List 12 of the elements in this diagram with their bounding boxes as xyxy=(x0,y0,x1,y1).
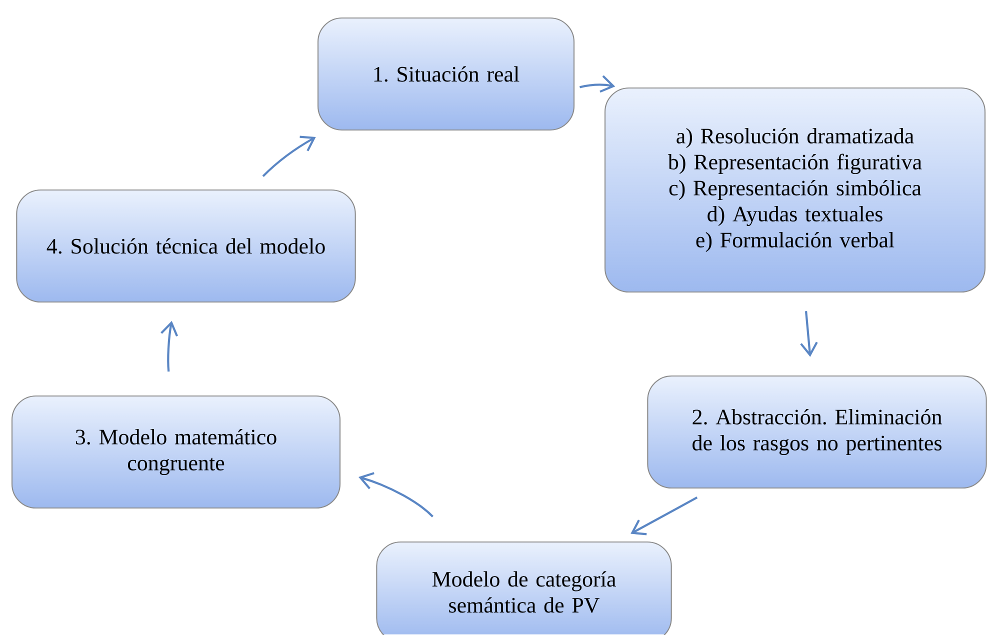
arrow xyxy=(358,472,434,518)
process-box: 2. Abstracción. Eliminación de los rasgos no pertinentes xyxy=(647,375,987,489)
arrow xyxy=(800,311,818,357)
process-box: a) Resolución dramatizada b) Representación figurativa c) Representación simbólica d) Ayudas textuales e) Formulación verbal xyxy=(604,87,986,293)
arrow xyxy=(580,75,616,93)
arrow xyxy=(630,496,698,536)
arrow xyxy=(262,136,316,177)
process-box: Modelo de categoría semántica de PV xyxy=(376,541,672,635)
process-box: 4. Solución técnica del modelo xyxy=(16,189,356,303)
process-box: 1. Situación real xyxy=(317,17,575,131)
arrow xyxy=(160,320,178,372)
process-box: 3. Modelo matemático congruente xyxy=(11,395,341,509)
